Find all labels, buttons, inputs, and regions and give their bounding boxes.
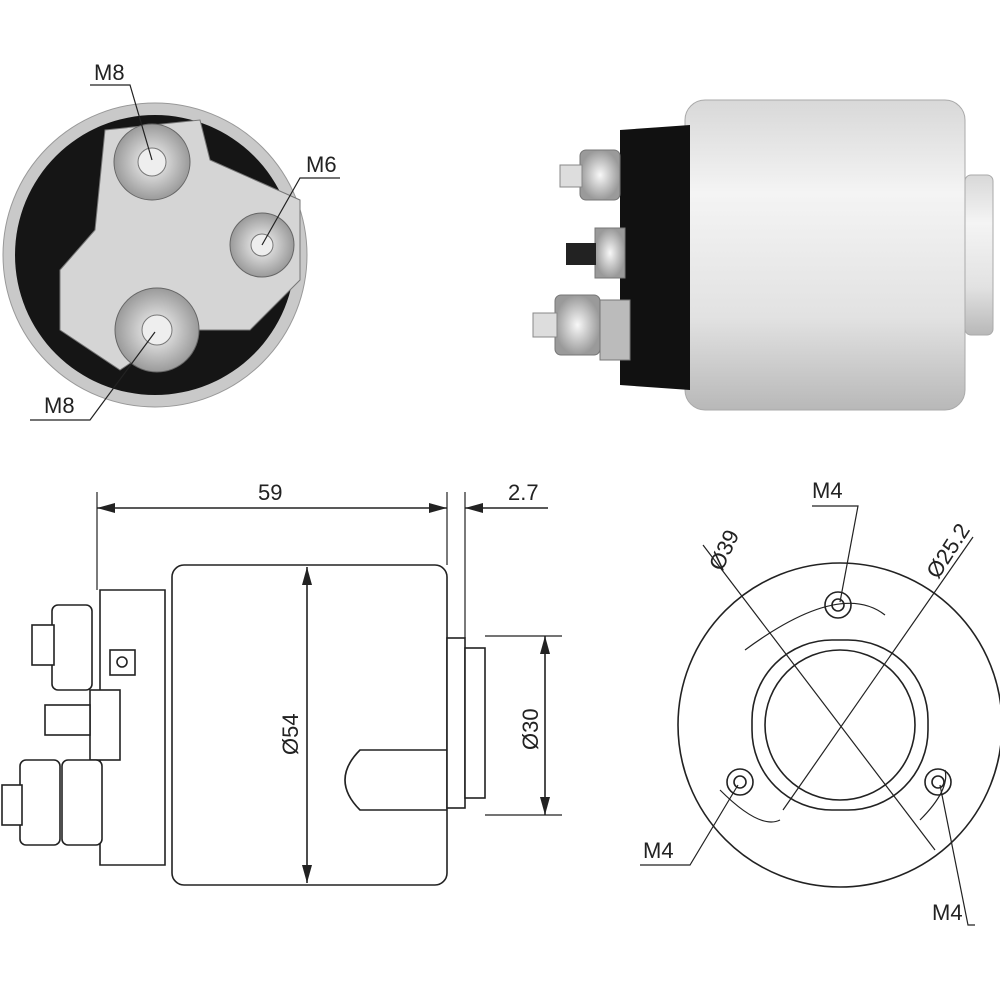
dim-outer-bolt-circle: Ø39 xyxy=(704,526,744,574)
nut-bottom xyxy=(554,294,601,356)
label-m6: M6 xyxy=(306,152,337,177)
body-outline xyxy=(171,564,448,886)
nut-top xyxy=(579,149,621,201)
dim-inner-diameter: Ø25.2 xyxy=(921,519,975,583)
mounting-hole-left xyxy=(726,768,754,796)
label-m4-left: M4 xyxy=(643,838,674,863)
dim-length: 59 xyxy=(258,480,282,505)
mounting-hole-top xyxy=(824,591,852,619)
label-m4-right: M4 xyxy=(932,900,963,925)
terminal-cap xyxy=(620,125,690,390)
mounting-hole-right xyxy=(924,768,952,796)
label-m8-bottom: M8 xyxy=(44,393,75,418)
inner-circle xyxy=(764,649,916,801)
end-view-drawing: Ø39 Ø25.2 M4 M4 M4 xyxy=(640,478,1000,926)
nut-bottom xyxy=(19,759,61,846)
label-m8-top: M8 xyxy=(94,60,125,85)
solenoid-body xyxy=(684,99,966,411)
nose-outline xyxy=(464,647,486,799)
nut-top xyxy=(51,604,93,691)
photo-end-view: M8 M6 M8 xyxy=(2,60,340,421)
side-view-drawing: 59 2.7 Ø54 Ø30 xyxy=(1,480,562,886)
label-m4-top: M4 xyxy=(812,478,843,503)
dim-body-diameter: Ø54 xyxy=(278,713,303,755)
photo-side-view xyxy=(532,99,994,411)
dim-flange: 2.7 xyxy=(508,480,539,505)
plunger-nose xyxy=(964,174,994,336)
dim-nose-diameter: Ø30 xyxy=(518,708,543,750)
nut-middle xyxy=(594,227,626,279)
